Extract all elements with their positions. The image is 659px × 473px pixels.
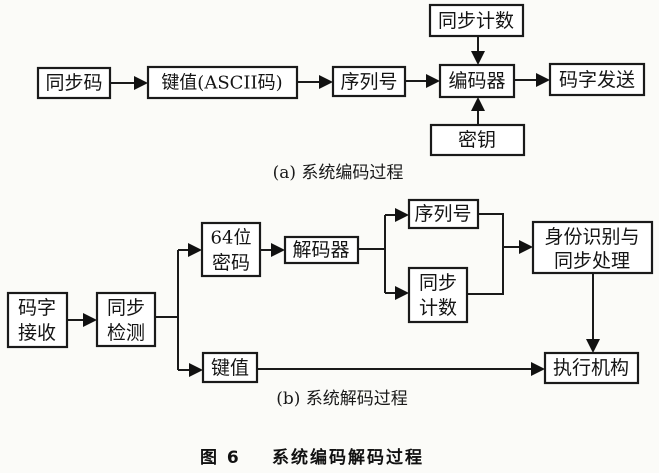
node-box (428, 3, 525, 38)
node-label-line-2: 接收 (18, 322, 56, 344)
arrow-serial-to-encoder (405, 74, 440, 88)
arrow-key-value-to-actuator (257, 362, 545, 376)
encoding-diagram: 同步码 键值(ASCII码) 序列号 编码器 (36, 3, 646, 183)
node-64bit-cipher: 64位 密码 (200, 221, 262, 278)
arrowhead-icon (395, 286, 409, 300)
node-label: 同步码 (45, 72, 102, 94)
arrow-sync-code-to-key-value (110, 76, 148, 90)
node-label-line-2: 密码 (212, 252, 250, 274)
node-sync-count-top: 同步计数 (428, 3, 525, 38)
arrowhead-icon (188, 243, 202, 257)
node-sync-detect: 同步 检测 (95, 291, 157, 348)
node-box (146, 65, 299, 100)
node-box (36, 66, 112, 100)
node-key-value-ascii: 键值(ASCII码) (146, 65, 299, 100)
node-label: 解码器 (292, 239, 349, 261)
node-label: 序列号 (414, 203, 471, 225)
arrowhead-icon (134, 76, 148, 90)
node-box (543, 351, 640, 385)
node-box (531, 220, 654, 275)
node-box (95, 291, 157, 348)
figure-title: 系统编码解码过程 (272, 447, 424, 468)
arrow-key-to-encoder (471, 97, 485, 125)
arrow-sync-count-to-encoder (471, 36, 485, 65)
arrowhead-icon (471, 51, 485, 65)
arrowhead-icon (519, 240, 533, 254)
arrowhead-icon (536, 73, 550, 87)
decoding-diagram: 码字 接收 同步 检测 64位 密码 (6, 198, 654, 409)
node-box (548, 62, 646, 97)
node-codeword-send: 码字发送 (548, 62, 646, 97)
arrowhead-icon (189, 363, 203, 377)
node-box (407, 266, 469, 324)
node-encoder: 编码器 (438, 63, 516, 99)
node-label: 序列号 (340, 71, 397, 93)
node-codeword-receive: 码字 接收 (6, 291, 69, 349)
node-actuator: 执行机构 (543, 351, 640, 385)
node-label: 键值(ASCII码) (161, 73, 282, 94)
node-label: 同步计数 (438, 10, 514, 32)
arrowhead-icon (83, 313, 97, 327)
node-decoder: 解码器 (283, 235, 360, 265)
node-label-line-2: 检测 (107, 322, 145, 344)
arrow-encoder-to-send (514, 73, 550, 87)
arrowhead-icon (586, 339, 600, 353)
node-box (331, 65, 407, 98)
arrowhead-icon (426, 74, 440, 88)
node-label: 密钥 (458, 129, 496, 151)
node-serial-number: 序列号 (331, 65, 407, 98)
node-label-line-1: 同步 (419, 272, 457, 294)
node-box (407, 198, 480, 230)
node-label-line-1: 同步 (107, 297, 145, 319)
arrowhead-icon (395, 208, 409, 222)
node-identity-sync-processing: 身份识别与 同步处理 (531, 220, 654, 275)
node-label-line-1: 身份识别与 (544, 226, 639, 248)
node-label-line-1: 64位 (211, 228, 252, 249)
branch-decoder (358, 208, 409, 300)
arrowhead-icon (531, 362, 545, 376)
node-key: 密钥 (429, 123, 526, 157)
merge-to-identity (467, 213, 533, 295)
arrow-cipher-to-decoder (260, 243, 285, 257)
node-key-value: 键值 (201, 351, 259, 384)
node-label-line-1: 码字 (18, 297, 56, 319)
decoding-caption: (b) 系统解码过程 (276, 389, 408, 409)
node-box (283, 235, 360, 265)
node-box (201, 351, 259, 384)
node-serial-number-decode: 序列号 (407, 198, 480, 230)
arrowhead-icon (319, 75, 333, 89)
figure-number: 图 6 (200, 448, 241, 468)
figure-caption: 图 6 系统编码解码过程 (200, 447, 424, 468)
branch-sync-detect (155, 243, 203, 377)
arrow-identity-to-actuator (586, 273, 600, 353)
node-label-line-2: 同步处理 (554, 250, 630, 272)
node-sync-code: 同步码 (36, 66, 112, 100)
node-label: 编码器 (448, 70, 505, 92)
arrowhead-icon (471, 97, 485, 111)
node-box (438, 63, 516, 99)
arrowhead-icon (271, 243, 285, 257)
arrow-key-value-to-serial (297, 75, 333, 89)
node-sync-count-decode: 同步 计数 (407, 266, 469, 324)
node-label: 码字发送 (559, 69, 635, 91)
node-label: 执行机构 (553, 357, 629, 379)
arrow-receive-to-sync-detect (67, 313, 97, 327)
encoding-caption: (a) 系统编码过程 (273, 163, 404, 183)
node-box (200, 221, 262, 278)
node-label: 键值 (211, 357, 249, 379)
node-label-line-2: 计数 (419, 297, 457, 319)
node-box (6, 291, 69, 349)
